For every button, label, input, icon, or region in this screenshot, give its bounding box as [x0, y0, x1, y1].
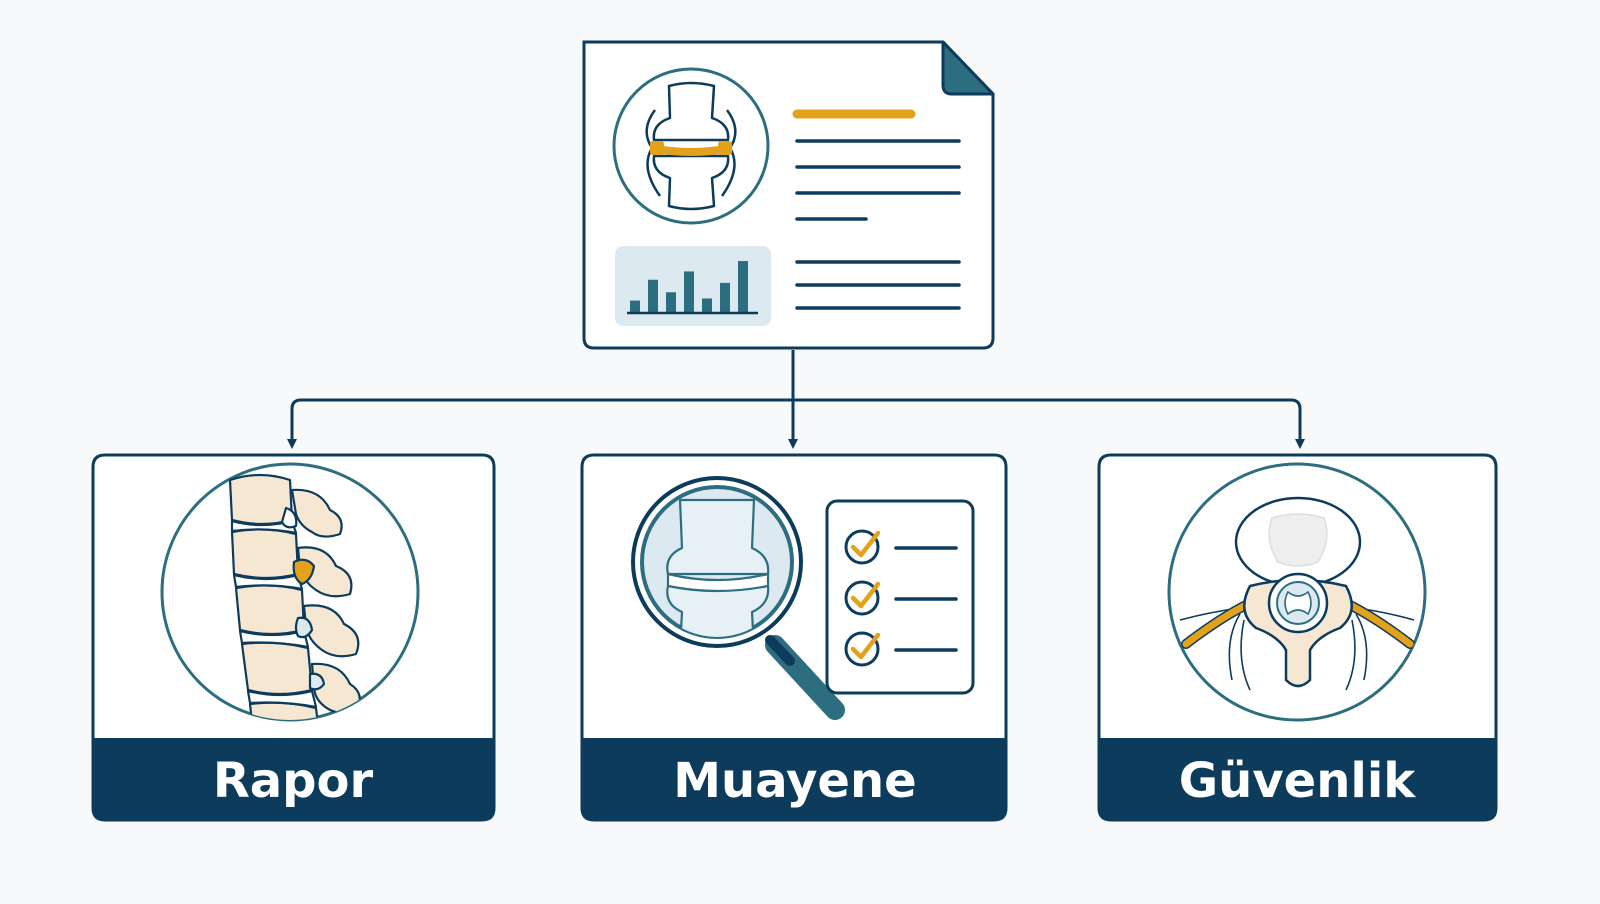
document-text-lines [792, 109, 961, 310]
chart-bar [702, 298, 712, 312]
spinal-cord-icon [1167, 462, 1427, 722]
knee-joint-icon [612, 67, 770, 225]
page-fold-icon [941, 40, 995, 96]
card-rapor-footer [93, 738, 494, 820]
connector-lines [287, 350, 1305, 449]
mini-bar-chart [615, 246, 771, 326]
card-rapor[interactable]: Rapor [91, 453, 496, 822]
card-rapor-label: Rapor [213, 753, 374, 809]
lumbar-spine-icon [160, 462, 420, 722]
card-guvenlik-label: Güvenlik [1179, 753, 1416, 809]
checklist-icon [825, 499, 975, 695]
card-guvenlik[interactable]: Güvenlik [1097, 453, 1498, 822]
card-muayene[interactable]: Muayene [580, 453, 1008, 822]
card-muayene-label: Muayene [673, 753, 916, 809]
chart-bar [666, 292, 676, 312]
connector-to-rapor [287, 398, 793, 449]
report-document [582, 40, 995, 350]
card-muayene-footer [582, 738, 1006, 820]
connector-to-guvenlik [793, 398, 1305, 449]
chart-bar [648, 279, 658, 312]
card-guvenlik-footer [1099, 738, 1496, 820]
chart-bar [720, 282, 730, 312]
chart-bar [684, 271, 694, 312]
chart-bar [738, 261, 748, 312]
knee-magnifier-icon [631, 476, 845, 720]
chart-bar [630, 300, 640, 312]
